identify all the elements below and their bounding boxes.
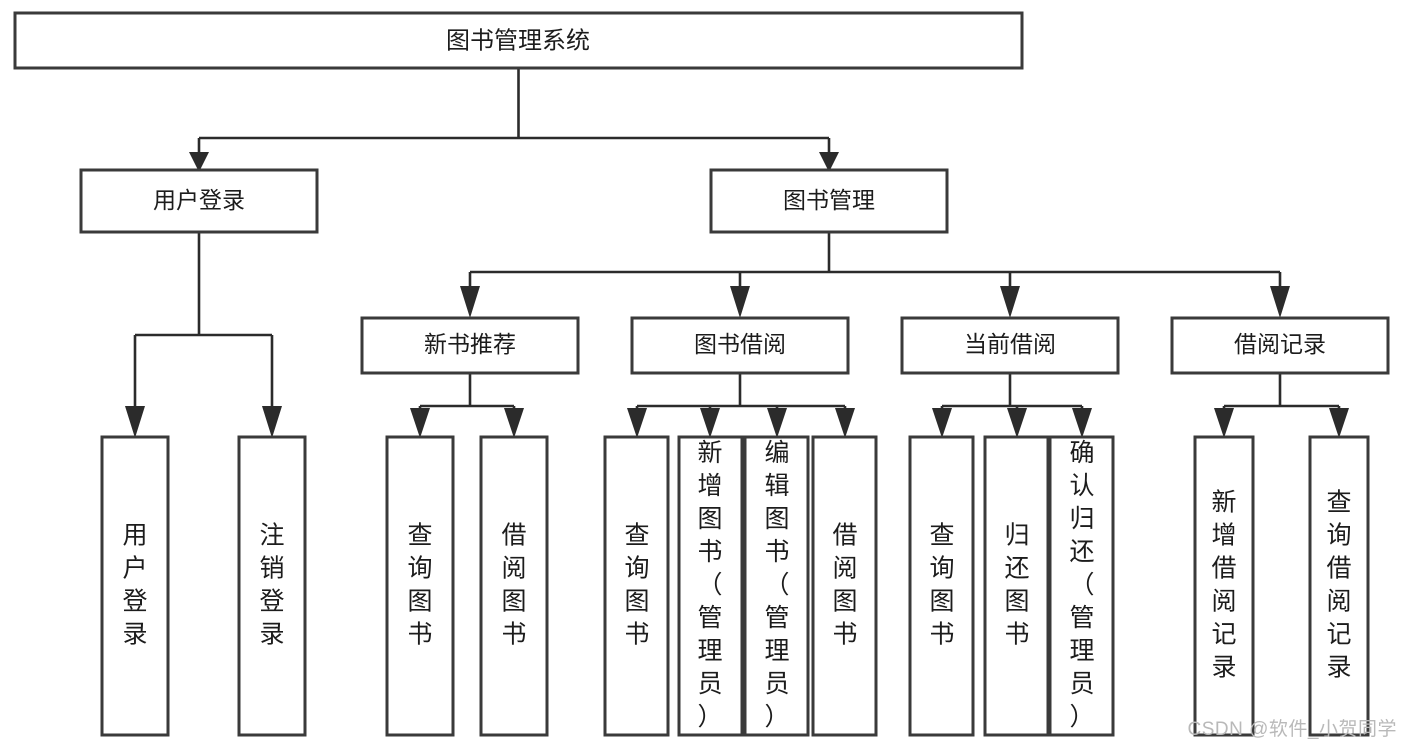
- leaf-logout[interactable]: 注销登录: [237, 435, 307, 737]
- leaf-borrow-book[interactable]: 借阅图书: [811, 435, 878, 737]
- leaf-query-book-borrow-label: 查询图书: [624, 521, 649, 648]
- node-current-borrow-label: 当前借阅: [964, 331, 1056, 357]
- arrow-new-book-leaf-2: [504, 408, 524, 438]
- leaf-query-borrow-record[interactable]: 查询借阅记录: [1308, 435, 1370, 737]
- node-book-management-label: 图书管理: [783, 187, 875, 213]
- leaf-query-borrow-record-box[interactable]: [1308, 435, 1370, 737]
- arrow-book-mgmt-child-3: [1000, 286, 1020, 318]
- node-current-borrow[interactable]: 当前借阅: [900, 316, 1120, 375]
- leaf-query-book-recommend-box[interactable]: [385, 435, 455, 737]
- leaf-add-book-admin[interactable]: 新增图书（管理员）: [677, 435, 744, 737]
- leaf-query-borrow-record-label: 查询借阅记录: [1326, 488, 1351, 681]
- leaf-query-book-borrow-box[interactable]: [603, 435, 670, 737]
- leaf-return-book-box[interactable]: [983, 435, 1050, 737]
- arrow-current-borrow-leaf-1: [932, 408, 952, 438]
- arrow-book-mgmt-child-4: [1270, 286, 1290, 318]
- node-user-login[interactable]: 用户登录: [79, 168, 319, 234]
- node-root[interactable]: 图书管理系统: [13, 11, 1024, 70]
- leaf-query-book-current-label: 查询图书: [929, 521, 954, 648]
- arrow-current-borrow-leaf-2: [1007, 408, 1027, 438]
- node-book-borrow-box[interactable]: [630, 316, 850, 375]
- node-root-box[interactable]: [13, 11, 1024, 70]
- arrow-book-borrow-leaf-3: [767, 408, 787, 438]
- node-user-login-label: 用户登录: [153, 187, 245, 213]
- arrow-borrow-record-leaf-2: [1329, 408, 1349, 438]
- node-borrow-record-label: 借阅记录: [1234, 331, 1326, 357]
- node-current-borrow-box[interactable]: [900, 316, 1120, 375]
- connector-layer: [125, 68, 1349, 438]
- node-book-borrow[interactable]: 图书借阅: [630, 316, 850, 375]
- leaf-borrow-book-recommend-label: 借阅图书: [501, 521, 526, 648]
- node-borrow-record[interactable]: 借阅记录: [1170, 316, 1390, 375]
- leaf-confirm-return-admin-box[interactable]: [1048, 435, 1115, 737]
- node-book-management-box[interactable]: [709, 168, 949, 234]
- leaf-add-book-admin-box[interactable]: [677, 435, 744, 737]
- leaf-user-login-label: 用户登录: [122, 521, 147, 648]
- leaf-return-book[interactable]: 归还图书: [983, 435, 1050, 737]
- leaf-edit-book-admin-box[interactable]: [743, 435, 810, 737]
- node-borrow-record-box[interactable]: [1170, 316, 1390, 375]
- leaf-borrow-book-label: 借阅图书: [832, 521, 857, 648]
- leaf-add-borrow-record-box[interactable]: [1193, 435, 1255, 737]
- leaf-logout-box[interactable]: [237, 435, 307, 737]
- leaf-borrow-book-box[interactable]: [811, 435, 878, 737]
- node-new-book-recommend-box[interactable]: [360, 316, 580, 375]
- arrow-borrow-record-leaf-1: [1214, 408, 1234, 438]
- node-new-book-recommend[interactable]: 新书推荐: [360, 316, 580, 375]
- csdn-watermark: CSDN @软件_小贺同学: [1187, 719, 1397, 740]
- arrow-new-book-leaf-1: [410, 408, 430, 438]
- arrow-book-mgmt-child-2: [730, 286, 750, 318]
- leaf-edit-book-admin-label: 编辑图书（管理员）: [764, 439, 789, 731]
- node-root-label: 图书管理系统: [446, 27, 590, 54]
- node-new-book-recommend-label: 新书推荐: [424, 331, 516, 357]
- leaf-edit-book-admin[interactable]: 编辑图书（管理员）: [743, 435, 810, 737]
- node-book-borrow-label: 图书借阅: [694, 331, 786, 357]
- arrow-user-login-leaf-1: [125, 406, 145, 438]
- leaf-query-book-current[interactable]: 查询图书: [908, 435, 975, 737]
- arrow-book-mgmt-child-1: [460, 286, 480, 318]
- leaf-query-book-current-box[interactable]: [908, 435, 975, 737]
- leaf-logout-label: 注销登录: [259, 521, 284, 648]
- leaf-user-login[interactable]: 用户登录: [100, 435, 170, 737]
- leaf-query-book-recommend-label: 查询图书: [407, 521, 432, 648]
- node-book-management[interactable]: 图书管理: [709, 168, 949, 234]
- leaf-query-book-recommend[interactable]: 查询图书: [385, 435, 455, 737]
- leaf-return-book-label: 归还图书: [1004, 521, 1029, 648]
- leaf-user-login-box[interactable]: [100, 435, 170, 737]
- leaf-confirm-return-admin[interactable]: 确认归还（管理员）: [1048, 435, 1115, 737]
- leaf-confirm-return-admin-label: 确认归还（管理员）: [1069, 439, 1094, 731]
- leaf-add-book-admin-label: 新增图书（管理员）: [697, 439, 722, 731]
- arrow-book-borrow-leaf-1: [627, 408, 647, 438]
- leaf-query-book-borrow[interactable]: 查询图书: [603, 435, 670, 737]
- arrow-current-borrow-leaf-3: [1072, 408, 1092, 438]
- arrow-user-login-leaf-2: [262, 406, 282, 438]
- arrow-book-borrow-leaf-4: [835, 408, 855, 438]
- arrow-book-borrow-leaf-2: [700, 408, 720, 438]
- leaf-add-borrow-record-label: 新增借阅记录: [1211, 488, 1236, 681]
- arrow-root-to-book-mgmt: [819, 152, 839, 172]
- leaf-borrow-book-recommend-box[interactable]: [479, 435, 549, 737]
- leaf-borrow-book-recommend[interactable]: 借阅图书: [479, 435, 549, 737]
- node-user-login-box[interactable]: [79, 168, 319, 234]
- leaf-add-borrow-record[interactable]: 新增借阅记录: [1193, 435, 1255, 737]
- arrow-root-to-user-login: [189, 152, 209, 172]
